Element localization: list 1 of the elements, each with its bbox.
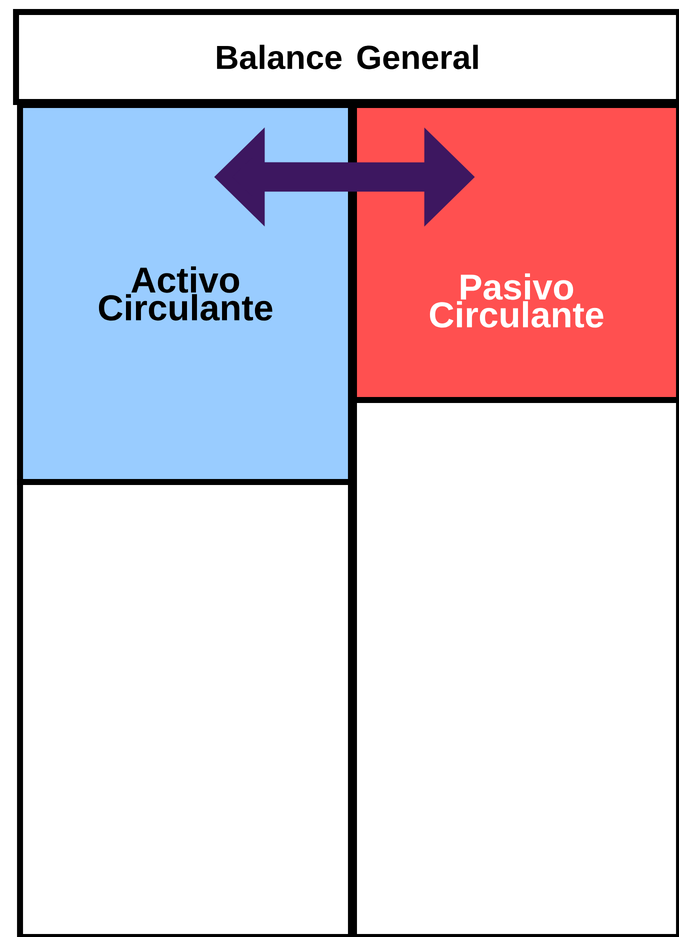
header-band: Balance General — [13, 9, 679, 105]
